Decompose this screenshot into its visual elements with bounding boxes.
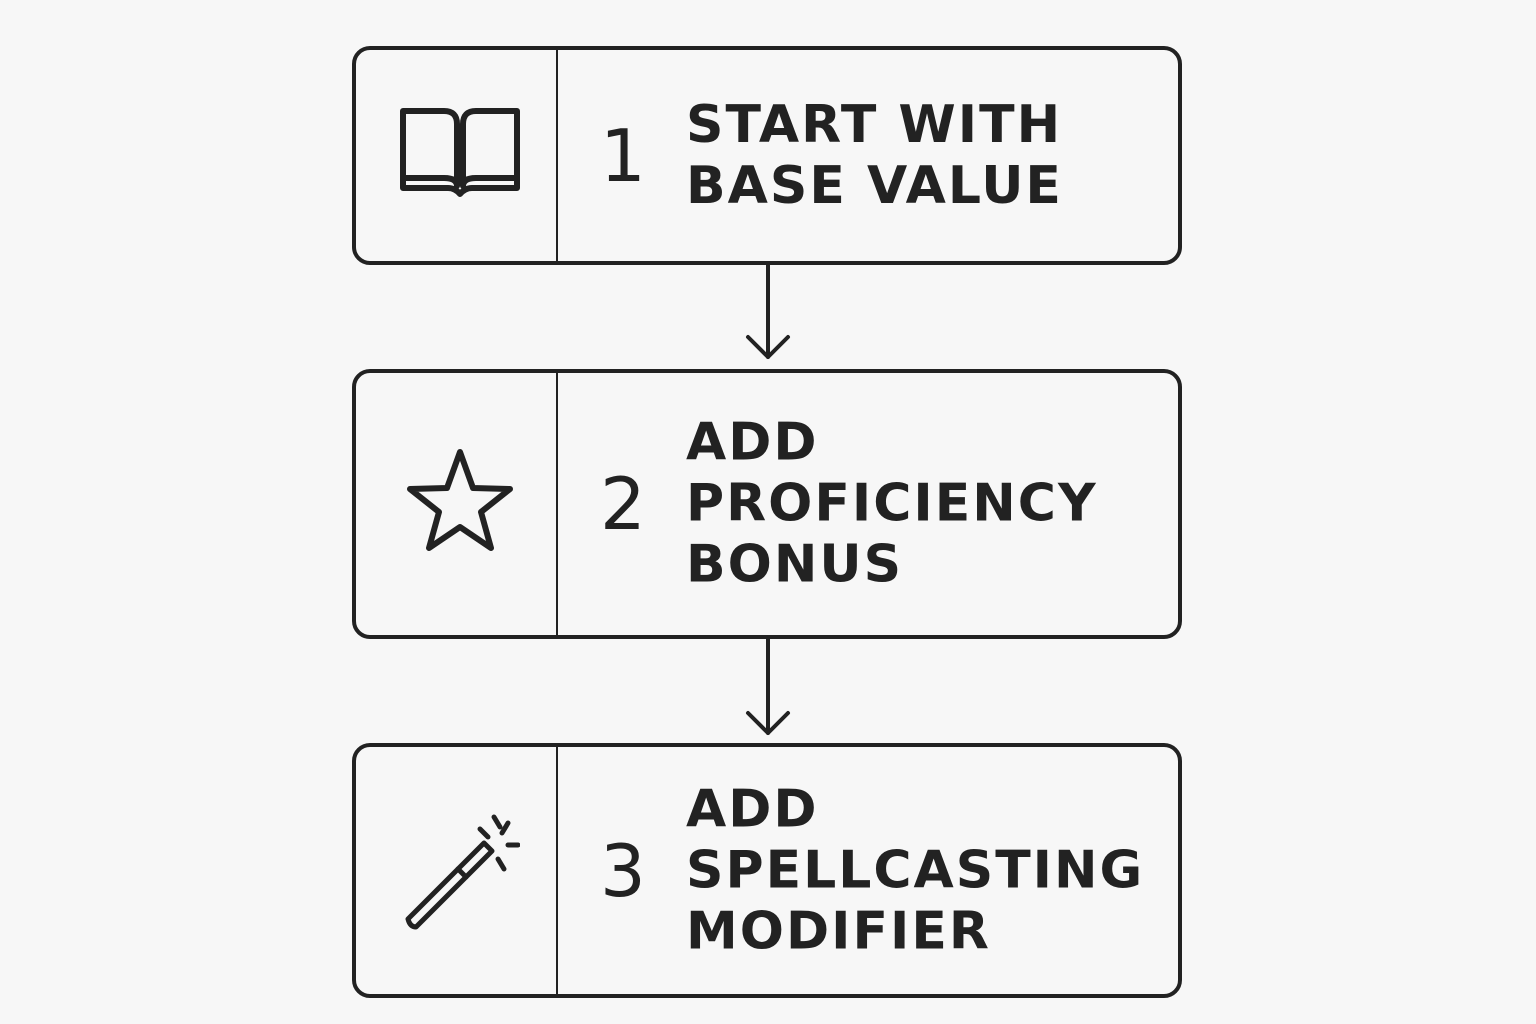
step-label-line: BONUS	[686, 534, 904, 595]
book-icon	[400, 96, 520, 216]
step-number: 1	[600, 113, 646, 198]
step-divider	[556, 373, 558, 635]
step-label: ADD SPELLCASTING MODIFIER	[686, 779, 1144, 962]
arrow-down-icon	[744, 637, 792, 739]
step-label-line: ADD	[686, 779, 819, 839]
step-box-1: 1 START WITH BASE VALUE	[352, 46, 1182, 265]
step-label-line: PROFICIENCY	[686, 473, 1098, 534]
step-label-line: MODIFIER	[686, 901, 991, 961]
magic-wand-icon	[400, 811, 520, 931]
step-number: 3	[600, 828, 646, 913]
step-box-3: 3 ADD SPELLCASTING MODIFIER	[352, 743, 1182, 998]
step-label-line: START WITH	[686, 94, 1063, 155]
step-label: START WITH BASE VALUE	[686, 95, 1063, 217]
star-icon	[400, 444, 520, 564]
step-number: 2	[600, 462, 646, 546]
step-label-line: BASE VALUE	[686, 155, 1063, 216]
step-divider	[556, 50, 558, 261]
step-label-line: ADD	[686, 412, 819, 473]
step-label: ADD PROFICIENCY BONUS	[686, 413, 1098, 596]
step-label-line: SPELLCASTING	[686, 840, 1145, 900]
step-box-2: 2 ADD PROFICIENCY BONUS	[352, 369, 1182, 639]
arrow-down-icon	[744, 263, 792, 363]
step-divider	[556, 747, 558, 994]
